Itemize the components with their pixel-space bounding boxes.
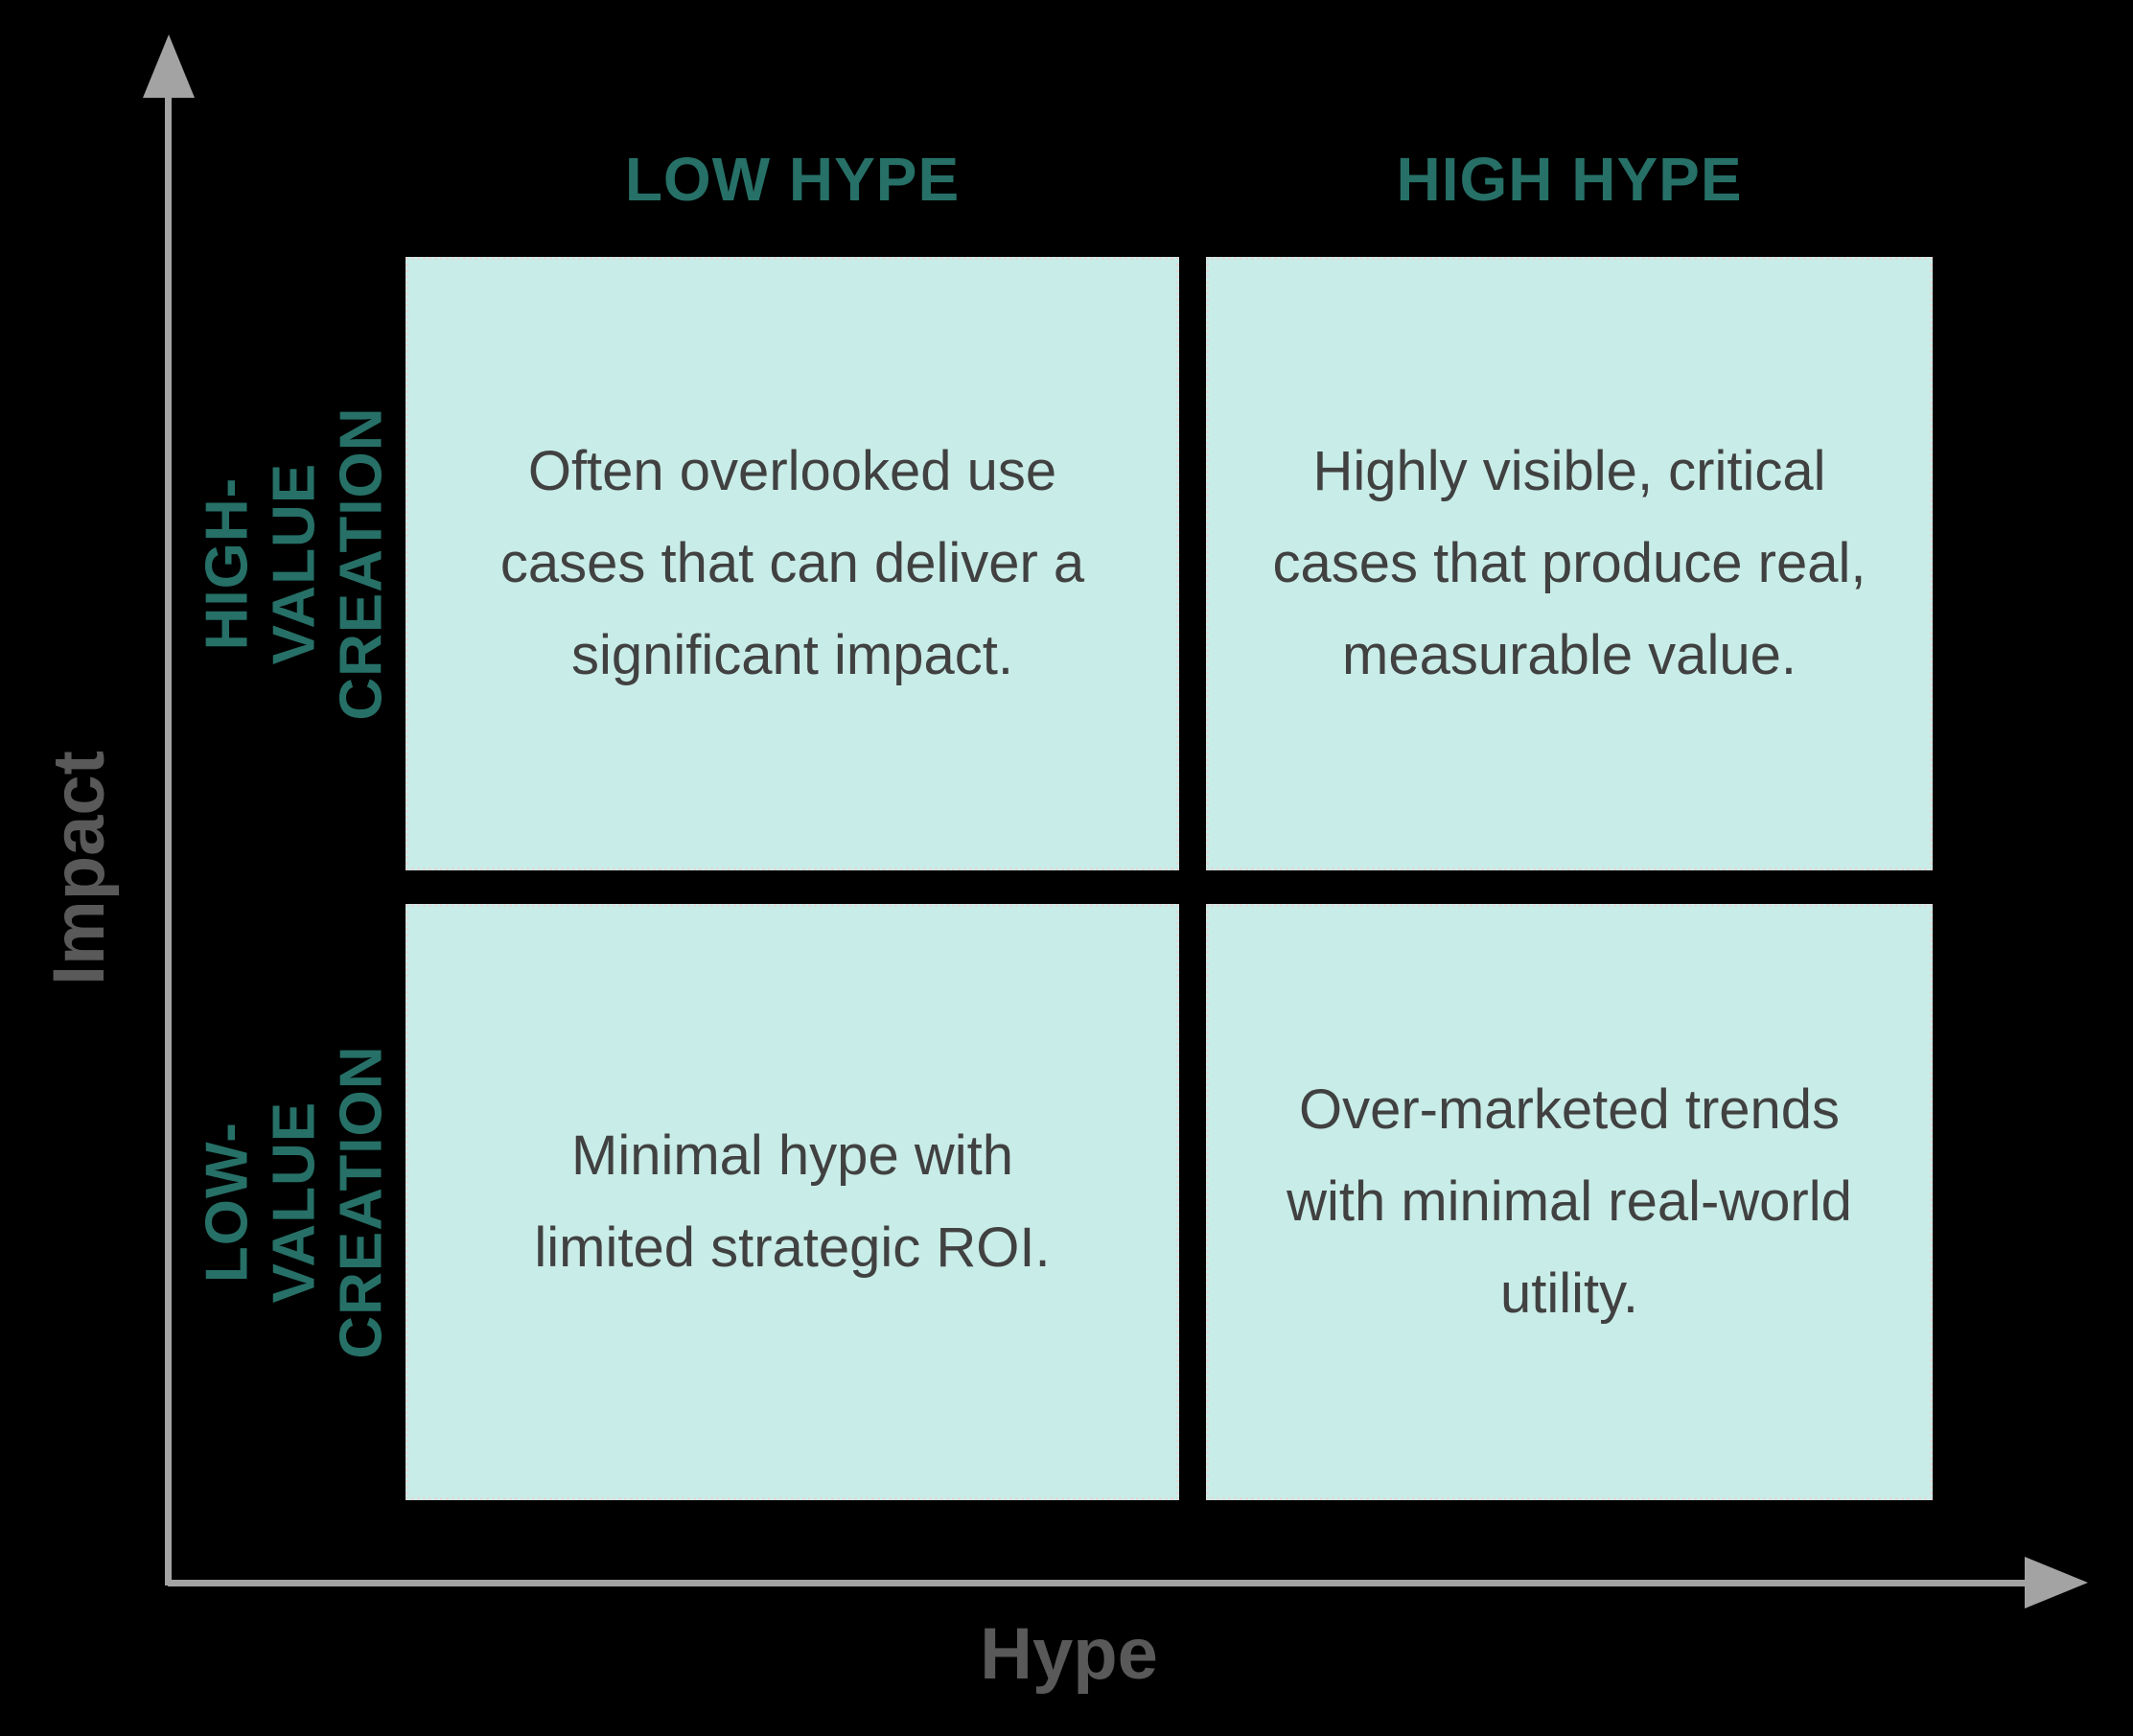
y-axis-line [165,94,172,1586]
quadrant-text: Often overlooked use cases that can deli… [499,440,1085,686]
quadrant-text: Minimal hype with limited strategic ROI. [534,1124,1051,1279]
x-axis-label: Hype [980,1613,1158,1695]
x-axis-arrow-icon [2025,1557,2088,1609]
x-axis-line [168,1580,2028,1586]
row-label-wrap-high-value: HIGH-VALUE CREATION [194,257,394,870]
quadrant-high-hype-high-value: Highly visible, critical cases that prod… [1206,257,1933,870]
column-header-high-hype: HIGH HYPE [1396,145,1743,214]
row-label-wrap-low-value: LOW-VALUE CREATION [194,904,394,1500]
y-axis-arrow-icon [143,35,195,98]
quadrant-high-hype-low-value: Over-marketed trends with minimal real-w… [1206,904,1933,1500]
quadrant-low-hype-low-value: Minimal hype with limited strategic ROI. [406,904,1179,1500]
quadrant-text: Highly visible, critical cases that prod… [1272,440,1866,686]
row-label-low-value-creation: LOW-VALUE CREATION [194,1045,395,1359]
quadrant-low-hype-high-value: Often overlooked use cases that can deli… [406,257,1179,870]
y-axis-label-wrap: Impact [7,580,151,1155]
column-header-low-hype: LOW HYPE [624,145,961,214]
quadrant-text: Over-marketed trends with minimal real-w… [1287,1078,1852,1325]
y-axis-label: Impact [37,750,120,985]
row-label-high-value-creation: HIGH-VALUE CREATION [194,406,395,721]
